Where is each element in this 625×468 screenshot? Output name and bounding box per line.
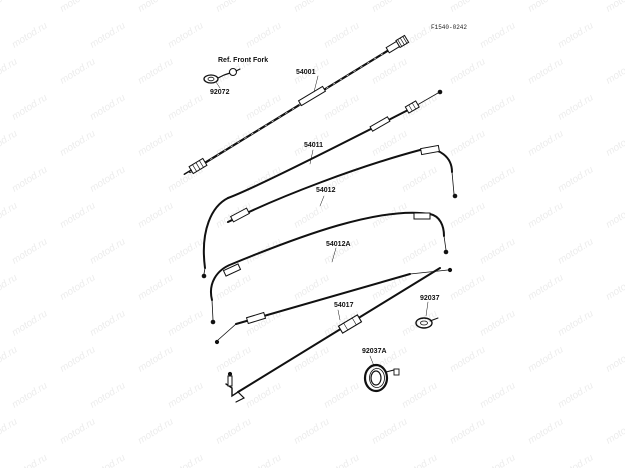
grommet-92037A: [363, 363, 400, 393]
part-label-92037A: 92037A: [362, 348, 387, 355]
clip-92037: [415, 317, 439, 329]
leader-lines: [215, 75, 429, 367]
cable-54017: [225, 267, 441, 403]
part-label-92037: 92037: [420, 295, 440, 302]
part-label-54017: 54017: [334, 302, 354, 309]
ref-label: Ref. Front Fork: [218, 57, 269, 64]
throttle-cable-54011: [201, 89, 443, 279]
part-label-54011: 54011: [304, 142, 324, 149]
cable-54012A-lower: [214, 267, 453, 345]
figure-code: F1540-0242: [431, 24, 468, 31]
throttle-cable-54012: [227, 144, 458, 223]
clamp-92072: [203, 68, 241, 84]
part-label-54012: 54012: [316, 187, 336, 194]
part-label-92072: 92072: [210, 89, 230, 96]
choke-cable-54012A: [210, 211, 449, 325]
speedometer-cable-54001: [183, 34, 410, 175]
part-label-54001: 54001: [296, 69, 316, 76]
part-label-54012A: 54012A: [326, 241, 351, 248]
